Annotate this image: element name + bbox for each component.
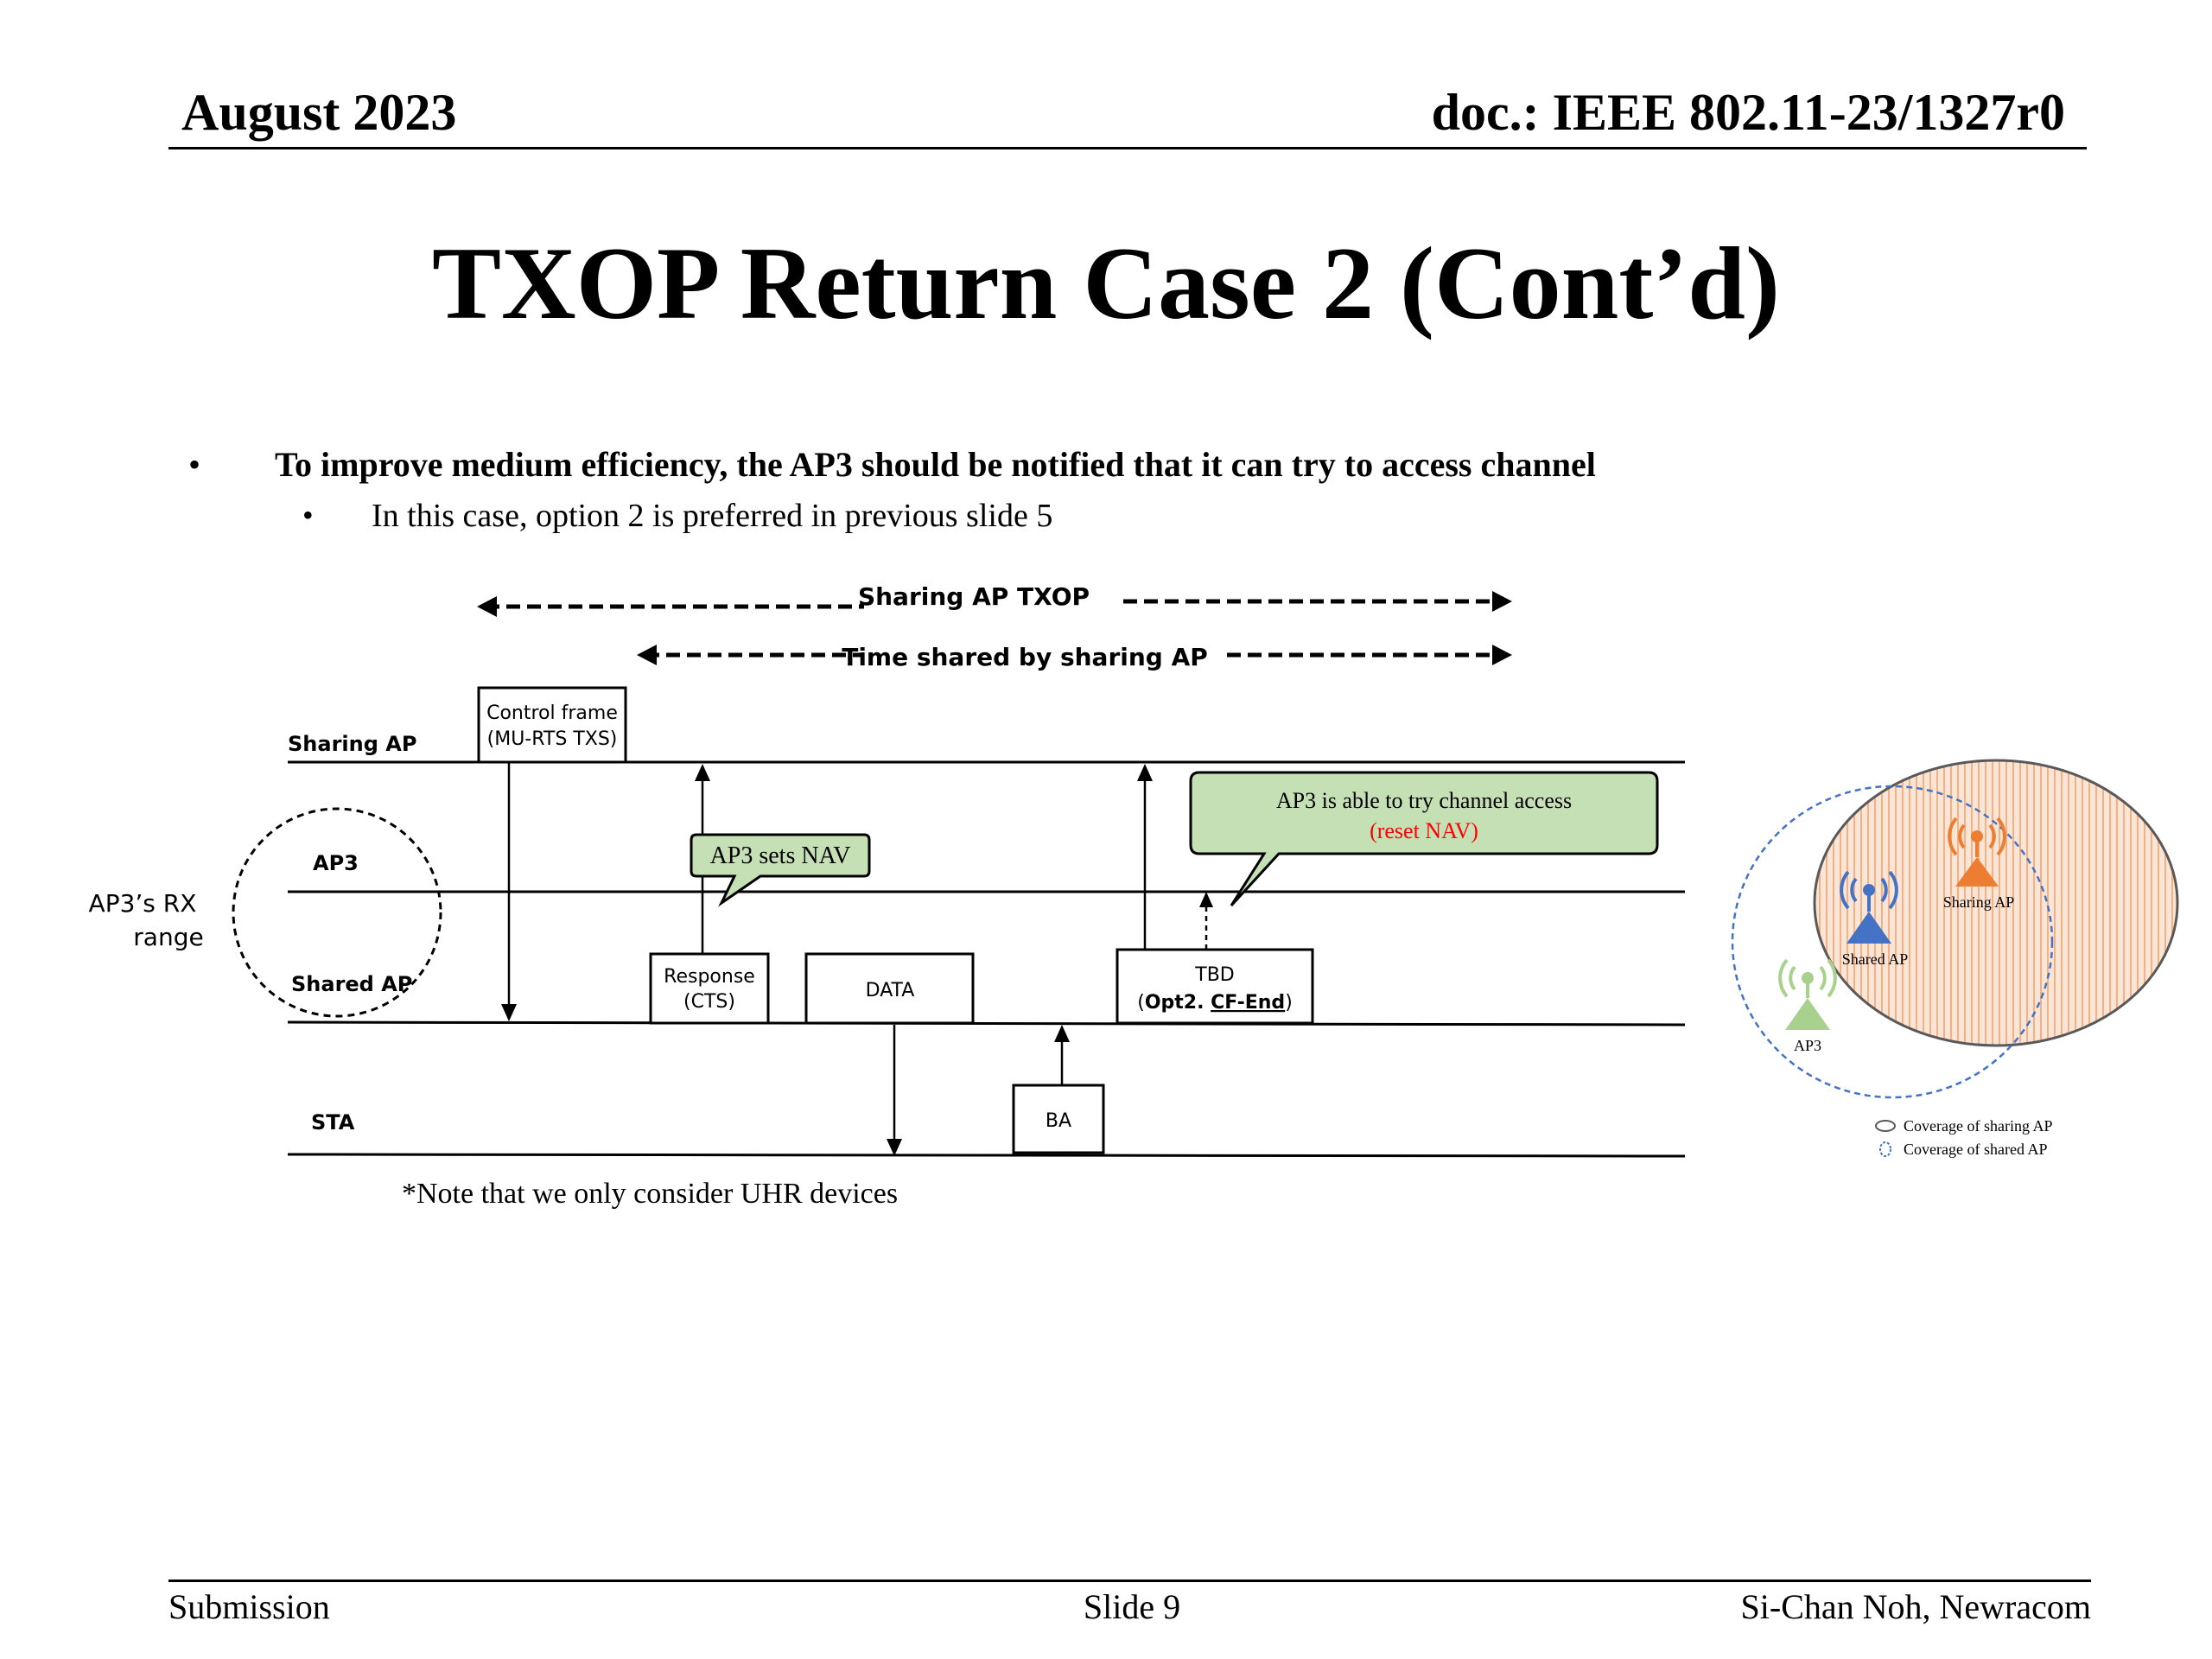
footer-author: Si-Chan Noh, Newracom bbox=[1740, 1587, 2091, 1626]
legend-sharing-label: Coverage of sharing AP bbox=[1904, 1117, 2052, 1135]
nav-callout: AP3 sets NAV bbox=[690, 833, 871, 907]
footer-slide-number: Slide 9 bbox=[1083, 1587, 1181, 1626]
ap3-rx-range-circle bbox=[232, 807, 442, 1018]
control-frame-box bbox=[477, 686, 627, 764]
sharing-ap-coverage-ellipse bbox=[1813, 759, 2179, 1047]
footer-rule bbox=[168, 1580, 2091, 1582]
control-frame-label-1: Control frame bbox=[486, 702, 618, 724]
control-frame-label-2: (MU-RTS TXS) bbox=[487, 728, 618, 750]
response-up-arrowhead bbox=[695, 764, 710, 781]
header-rule bbox=[168, 147, 2087, 149]
tbd-frame-box bbox=[1116, 948, 1314, 1025]
time-shared-label: Time shared by sharing AP bbox=[842, 643, 1208, 671]
ap3-icon bbox=[1778, 958, 1837, 1030]
response-frame-label-1: Response bbox=[664, 966, 755, 988]
legend-shared-swatch bbox=[1879, 1141, 1891, 1157]
data-frame-box bbox=[804, 952, 975, 1025]
ba-frame-box bbox=[1012, 1084, 1105, 1154]
sharing-ap-icon bbox=[1948, 817, 2006, 887]
response-frame-box bbox=[649, 952, 770, 1025]
ap3-map-label: AP3 bbox=[1794, 1037, 1821, 1054]
bullet-sub: In this case, option 2 is preferred in p… bbox=[372, 498, 1053, 534]
tbd-dashed-arrowhead-ap3 bbox=[1199, 892, 1213, 907]
bullet-marker-1: • bbox=[188, 445, 201, 484]
access-callout-line2: (reset NAV) bbox=[1370, 818, 1478, 843]
sharing-txop-arrow: Sharing AP TXOP bbox=[477, 582, 1512, 617]
control-frame-down-arrowhead bbox=[501, 1004, 517, 1021]
tbd-up-arrowhead-sharing bbox=[1137, 764, 1153, 781]
sta-timeline bbox=[287, 1153, 1686, 1158]
row-label-ap3: AP3 bbox=[313, 851, 359, 875]
header-doc-id: doc.: IEEE 802.11-23/1327r0 bbox=[1431, 84, 2065, 141]
coverage-illustration: Sharing AP Shared AP AP3 Coverage of sha… bbox=[1731, 759, 2179, 1158]
data-frame-label: DATA bbox=[866, 980, 915, 1001]
bullet-main: To improve medium efficiency, the AP3 sh… bbox=[275, 445, 1596, 484]
shared-ap-coverage-ellipse bbox=[1731, 785, 2054, 1099]
slide-title: TXOP Return Case 2 (Cont’d) bbox=[432, 226, 1780, 340]
rx-range-label-line1: AP3’s RX bbox=[89, 889, 197, 918]
legend-sharing-swatch bbox=[1875, 1120, 1896, 1132]
shared-ap-timeline bbox=[287, 1020, 1686, 1027]
bullet-marker-2: • bbox=[302, 498, 314, 532]
tbd-frame-label-1: TBD bbox=[1194, 964, 1234, 986]
nav-callout-text: AP3 sets NAV bbox=[710, 842, 851, 869]
legend-shared-label: Coverage of shared AP bbox=[1904, 1141, 2047, 1158]
rx-range-label-line2: range bbox=[133, 923, 203, 951]
access-callout: AP3 is able to try channel access (reset… bbox=[1189, 771, 1659, 907]
shared-ap-icon bbox=[1840, 870, 1898, 944]
data-down-arrowhead bbox=[887, 1139, 902, 1156]
ba-frame-label: BA bbox=[1046, 1110, 1071, 1132]
shared-ap-map-label: Shared AP bbox=[1842, 950, 1909, 968]
sharing-ap-map-label: Sharing AP bbox=[1943, 893, 2015, 911]
tbd-frame-label-2: (Opt2. CF-End) bbox=[1137, 992, 1293, 1014]
sharing-txop-label: Sharing AP TXOP bbox=[858, 582, 1090, 611]
diagram-note: *Note that we only consider UHR devices bbox=[402, 1178, 898, 1210]
access-callout-line1: AP3 is able to try channel access bbox=[1276, 788, 1572, 813]
row-label-sharing-ap: Sharing AP bbox=[288, 732, 416, 756]
ba-up-arrowhead bbox=[1054, 1025, 1070, 1042]
time-shared-arrow: Time shared by sharing AP bbox=[637, 643, 1512, 671]
footer-submission: Submission bbox=[168, 1587, 330, 1626]
row-label-shared-ap: Shared AP bbox=[291, 972, 412, 996]
header-date: August 2023 bbox=[181, 84, 457, 141]
row-label-sta: STA bbox=[311, 1110, 355, 1135]
response-frame-label-2: (CTS) bbox=[683, 991, 735, 1013]
